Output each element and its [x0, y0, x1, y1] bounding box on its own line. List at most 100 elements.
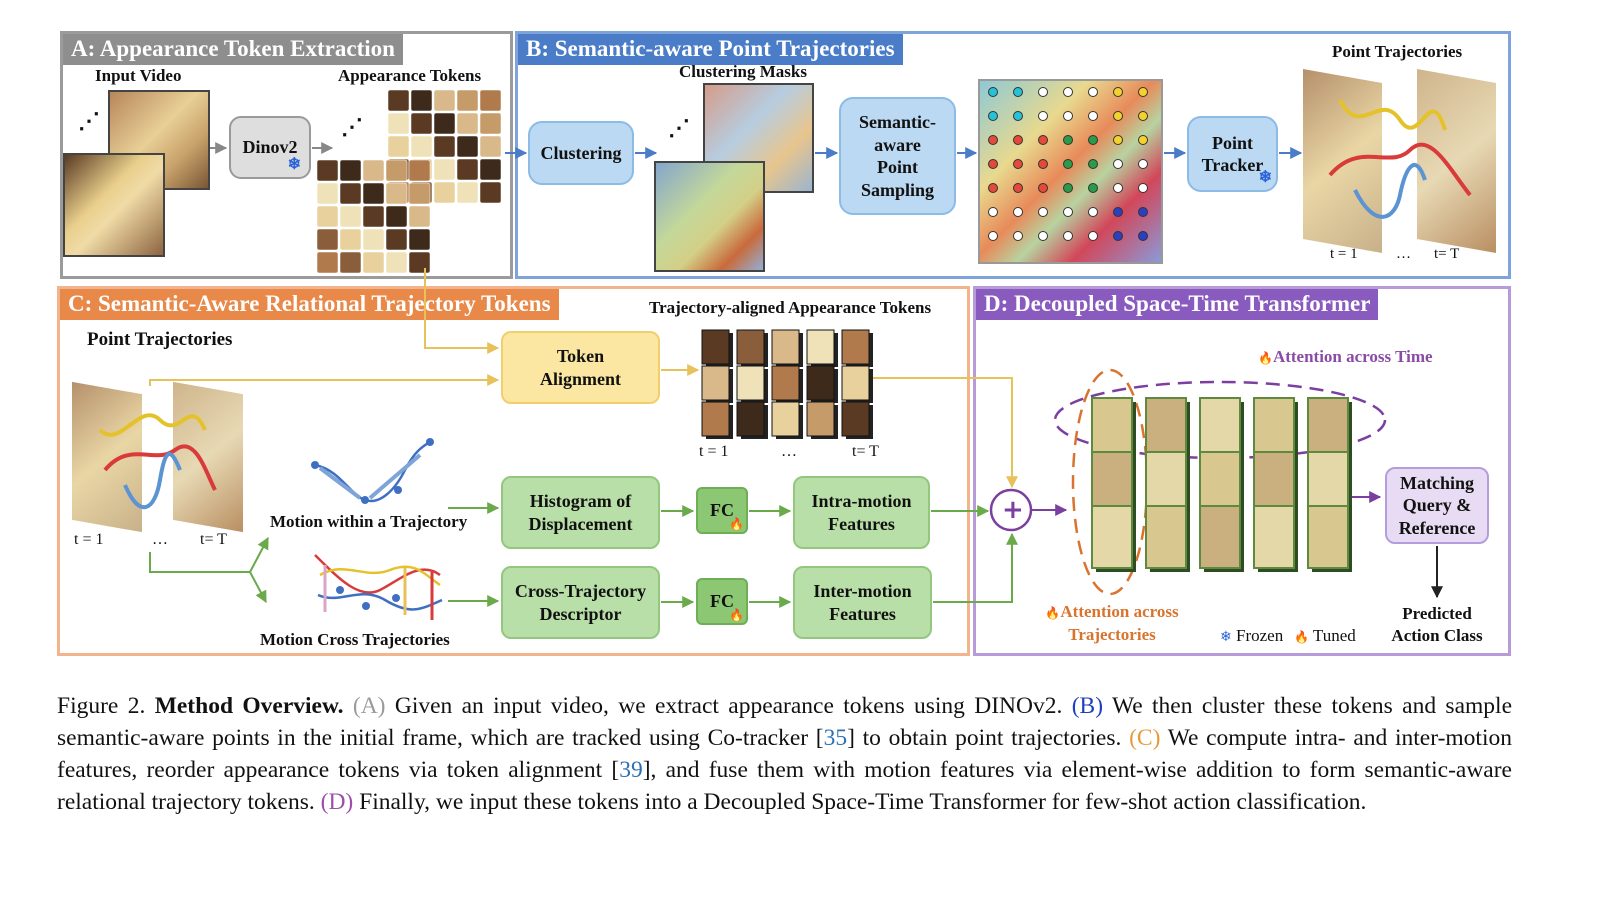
token-cell	[316, 182, 339, 205]
t1-label-c2: t = 1	[699, 443, 729, 460]
sample-point	[1063, 111, 1073, 121]
flame-icon: 🔥	[729, 517, 744, 531]
sample-point	[988, 111, 998, 121]
sample-point	[988, 135, 998, 145]
attn-traj-text: Attention across Trajectories	[1060, 602, 1179, 644]
sample-point	[988, 87, 998, 97]
caption-text-b1: We then cluster these tokens and sample …	[57, 693, 1513, 751]
transformer-token	[1199, 505, 1241, 569]
point-trajectories-label-c: Point Trajectories	[87, 329, 233, 350]
token-cell	[433, 89, 456, 112]
caption-ref-39[interactable]: 39	[619, 757, 643, 783]
input-video-label: Input Video	[95, 66, 182, 85]
token-cell	[408, 228, 431, 251]
ellipsis-a1: ⋰	[78, 108, 100, 133]
sample-point	[1013, 207, 1023, 217]
token-cell	[362, 159, 385, 182]
token-cell	[410, 135, 433, 158]
snowflake-icon: ❄	[287, 156, 301, 173]
motion-within-label: Motion within a Trajectory	[270, 512, 468, 531]
token-cell	[316, 159, 339, 182]
clustering-masks-label: Clustering Masks	[679, 62, 807, 81]
panel-c: C: Semantic-Aware Relational Trajectory …	[57, 286, 970, 656]
sample-point	[1013, 111, 1023, 121]
caption-heading: Method Overview.	[154, 693, 344, 719]
caption-tag-c: (C)	[1129, 725, 1161, 751]
sample-point	[1113, 231, 1123, 241]
traj-aligned-tokens-label: Trajectory-aligned Appearance Tokens	[649, 298, 932, 317]
sampling-box: Semantic-aware Point Sampling	[839, 97, 956, 215]
token-cell	[433, 112, 456, 135]
transformer-token	[1253, 397, 1295, 461]
fc-box-2: FC 🔥	[696, 578, 748, 625]
token-cell	[339, 228, 362, 251]
snowflake-icon: ❄	[1220, 630, 1232, 645]
sample-point	[1063, 159, 1073, 169]
transformer-token	[1091, 397, 1133, 461]
token-cell	[408, 251, 431, 274]
sample-point	[1138, 87, 1148, 97]
sample-point	[1113, 207, 1123, 217]
dinov2-label: Dinov2	[242, 137, 298, 158]
sample-point	[1138, 135, 1148, 145]
panel-c-title: C: Semantic-Aware Relational Trajectory …	[60, 289, 559, 320]
sample-point	[1088, 183, 1098, 193]
sample-point	[1113, 159, 1123, 169]
token-cell	[479, 158, 502, 181]
fc-box-1: FC 🔥	[696, 487, 748, 534]
plus-sign: +	[1002, 495, 1024, 525]
token-cell	[408, 205, 431, 228]
tT-label-b: t= T	[1434, 246, 1460, 262]
sample-point	[1088, 111, 1098, 121]
fc-label-2: FC	[710, 591, 734, 612]
sample-point	[1088, 87, 1098, 97]
sample-point	[988, 231, 998, 241]
sample-point	[1013, 231, 1023, 241]
sample-point	[1038, 87, 1048, 97]
sample-point	[1013, 183, 1023, 193]
token-cell	[385, 228, 408, 251]
ellipsis-a2: ⋰	[341, 114, 363, 139]
token-cell	[410, 89, 433, 112]
mask-front	[654, 161, 765, 272]
transformer-token	[1091, 451, 1133, 515]
transformer-token	[1307, 505, 1349, 569]
sample-point	[1113, 183, 1123, 193]
inter-motion-box: Inter-motion Features	[793, 566, 932, 639]
yellow-path-traj-alignment	[149, 374, 500, 386]
sample-point	[988, 183, 998, 193]
legend-frozen: ❄ Frozen	[1220, 626, 1283, 646]
sample-point	[1038, 135, 1048, 145]
ellipsis-label-c: …	[152, 531, 168, 548]
tuned-text: Tuned	[1312, 626, 1356, 645]
aligned-token	[841, 401, 870, 437]
transformer-token	[1199, 451, 1241, 515]
aligned-token	[736, 329, 765, 365]
transformer-token	[1307, 451, 1349, 515]
token-cell	[456, 112, 479, 135]
aligned-token	[841, 329, 870, 365]
token-cell	[385, 251, 408, 274]
aligned-token	[701, 365, 730, 401]
token-cell	[456, 181, 479, 204]
transformer-token	[1199, 397, 1241, 461]
sample-point	[1038, 231, 1048, 241]
caption-ref-35[interactable]: 35	[823, 725, 848, 751]
caption-text-d: Finally, we input these tokens into a De…	[353, 789, 1367, 815]
trajectory-curves-c	[98, 413, 217, 509]
token-cell	[387, 89, 410, 112]
caption-tag-b: (B)	[1071, 693, 1104, 719]
caption-text-c2: ], and fuse them with motion features vi…	[57, 757, 1512, 815]
aligned-token	[806, 329, 835, 365]
aligned-token	[736, 401, 765, 437]
transformer-token	[1145, 451, 1187, 515]
flame-icon: 🔥	[1258, 351, 1273, 365]
attn-traj-label: 🔥Attention across Trajectories	[1032, 601, 1192, 646]
motion-cross-label: Motion Cross Trajectories	[260, 630, 450, 649]
caption-figure: Figure 2.	[57, 693, 146, 719]
aligned-token	[701, 329, 730, 365]
token-cell	[362, 251, 385, 274]
